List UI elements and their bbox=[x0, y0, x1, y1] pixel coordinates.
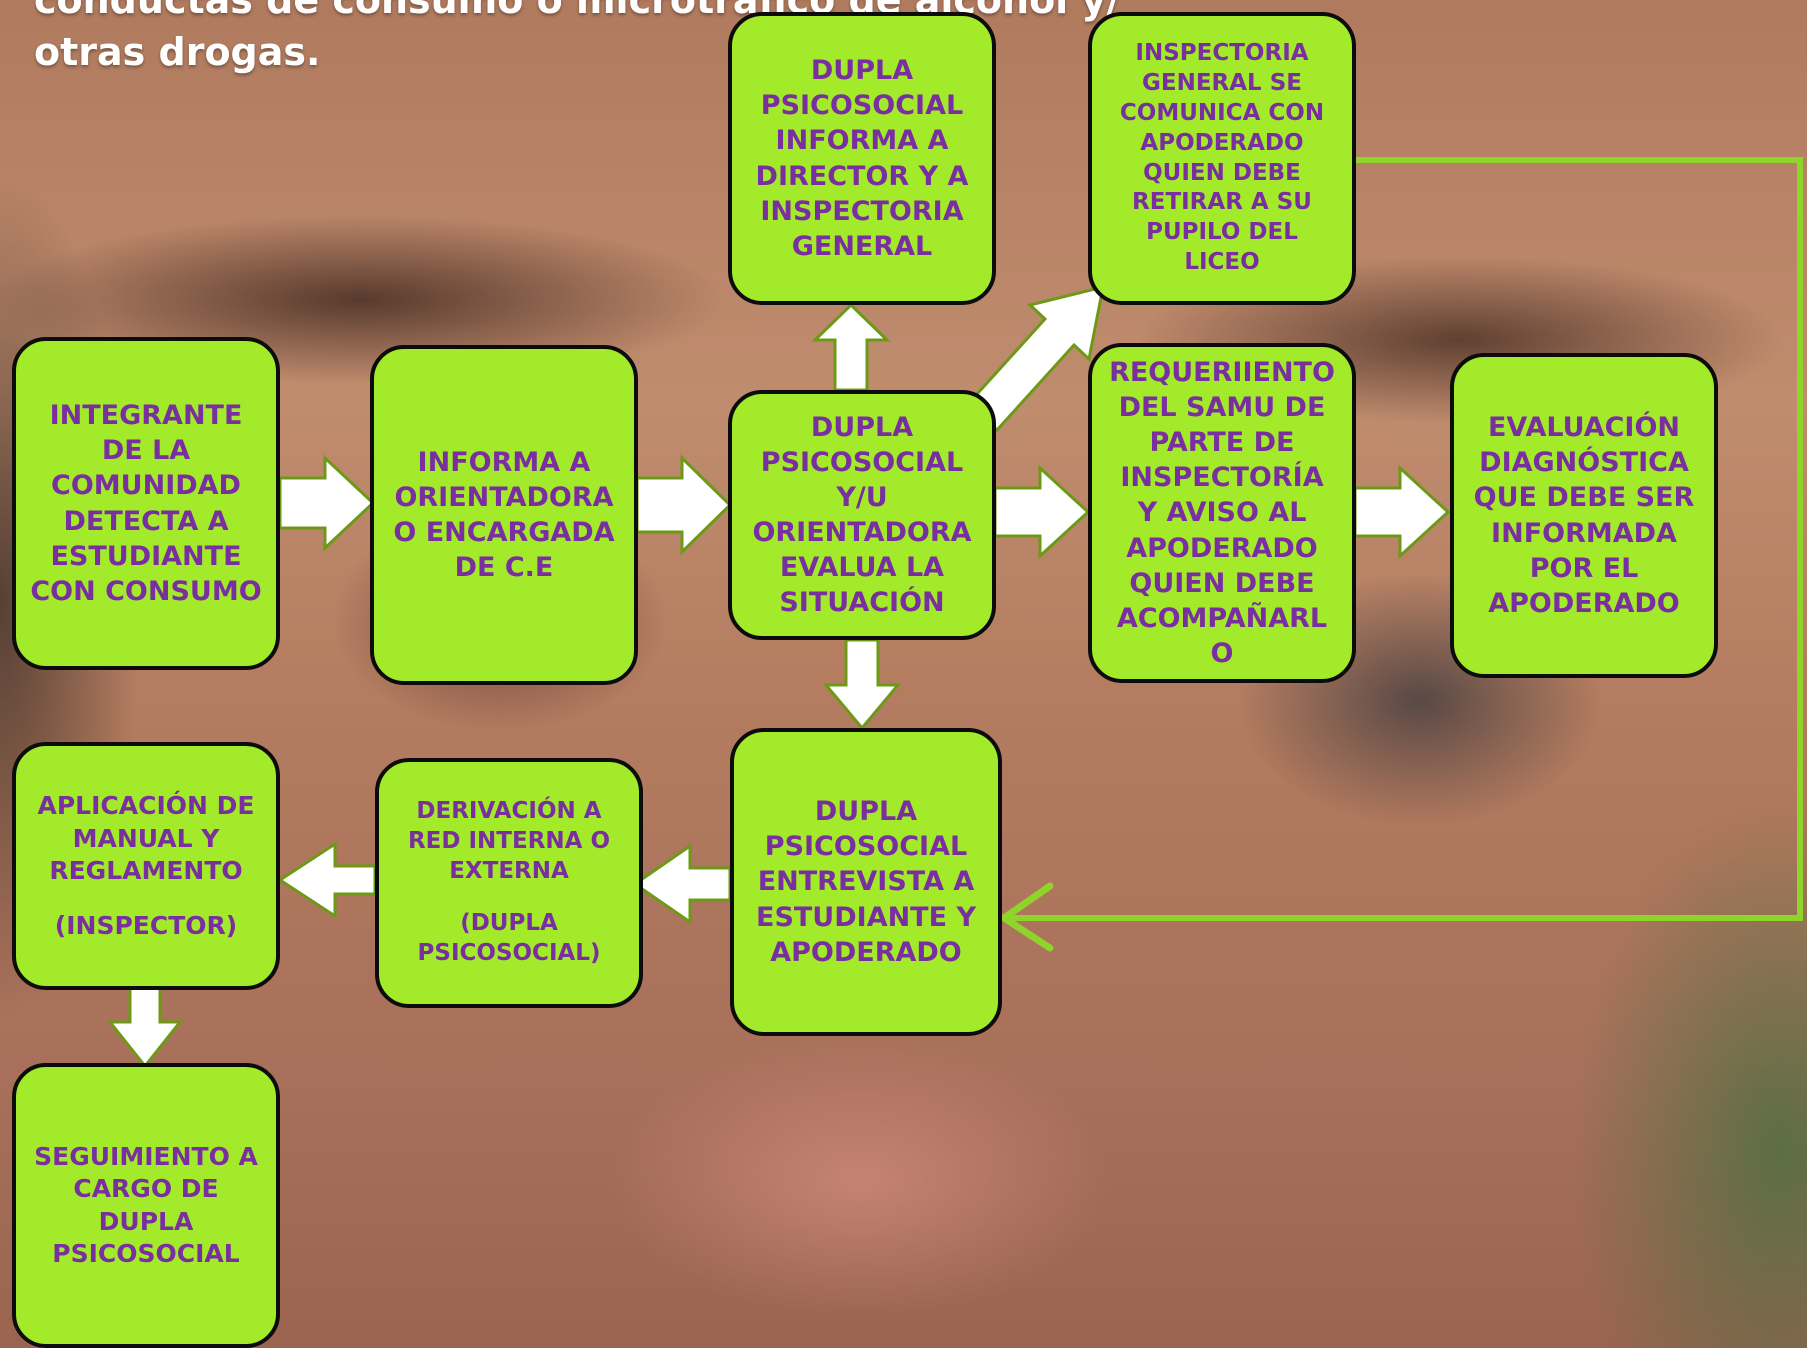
arrow-samu-to-evaluacion bbox=[1353, 464, 1451, 560]
node-seguimiento: SEGUIMIENTO A CARGO DE DUPLA PSICOSOCIAL bbox=[12, 1063, 280, 1348]
arrow-aplicacion-to-seguimiento bbox=[106, 980, 184, 1069]
node-derivacion: DERIVACIÓN A RED INTERNA O EXTERNA (DUPL… bbox=[375, 758, 643, 1008]
arrow-informa-to-evalua bbox=[635, 454, 733, 556]
node-entrevista: DUPLA PSICOSOCIAL ENTREVISTA A ESTUDIANT… bbox=[730, 728, 1002, 1036]
node-informa-director: DUPLA PSICOSOCIAL INFORMA A DIRECTOR Y A… bbox=[728, 12, 996, 305]
connector-inspectoria-to-entrevista bbox=[1008, 157, 1803, 921]
arrow-evalua-to-samu bbox=[993, 464, 1091, 560]
node-requerimiento-samu: REQUERIIENTO DEL SAMU DE PARTE DE INSPEC… bbox=[1088, 343, 1356, 683]
arrow-evalua-to-informa-director bbox=[811, 302, 891, 392]
node-informa-orientadora: INFORMA A ORIENTADORA O ENCARGADA DE C.E bbox=[370, 345, 638, 685]
arrow-integrante-to-informa bbox=[278, 454, 376, 552]
node-evalua-situacion: DUPLA PSICOSOCIAL Y/U ORIENTADORA EVALUA… bbox=[728, 390, 996, 640]
arrow-evalua-to-entrevista bbox=[822, 638, 902, 731]
node-evaluacion-diagnostica: EVALUACIÓN DIAGNÓSTICA QUE DEBE SER INFO… bbox=[1450, 353, 1718, 678]
node-aplicacion: APLICACIÓN DE MANUAL Y REGLAMENTO (INSPE… bbox=[12, 742, 280, 990]
node-inspectoria-general: INSPECTORIA GENERAL SE COMUNICA CON APOD… bbox=[1088, 12, 1356, 305]
node-integrante: INTEGRANTE DE LA COMUNIDAD DETECTA A EST… bbox=[12, 337, 280, 670]
arrow-evalua-to-inspectoria bbox=[965, 284, 1105, 433]
title-line-2: otras drogas. bbox=[34, 30, 321, 74]
arrow-entrevista-to-derivacion bbox=[632, 843, 732, 925]
arrow-derivacion-to-aplicacion bbox=[277, 841, 377, 919]
connector-arrowhead bbox=[1000, 882, 1054, 952]
